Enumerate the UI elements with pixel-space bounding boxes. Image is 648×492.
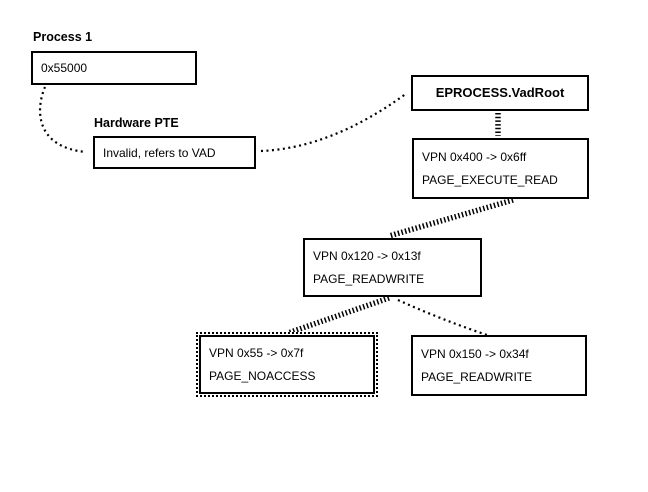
process-address-text: 0x55000	[41, 61, 88, 75]
hardware-pte-label: Hardware PTE	[94, 116, 179, 130]
edge-vad400-to-vad120	[388, 197, 514, 239]
edge-vad120-to-vad55	[287, 295, 390, 336]
vad-120-range: VPN 0x120 -> 0x13f	[313, 249, 421, 263]
edge-process-to-pte	[39, 86, 87, 154]
vad-55-range: VPN 0x55 -> 0x7f	[209, 346, 304, 360]
vad-node-55: VPN 0x55 -> 0x7f PAGE_NOACCESS	[199, 335, 375, 394]
edge-pte-to-vadroot	[260, 92, 408, 153]
vad-55-protection: PAGE_NOACCESS	[209, 369, 316, 383]
vad-node-400: VPN 0x400 -> 0x6ff PAGE_EXECUTE_READ	[412, 138, 589, 199]
edge-vad120-to-vad150	[397, 298, 491, 338]
vadroot-box: EPROCESS.VadRoot	[411, 75, 589, 111]
vadroot-text: EPROCESS.VadRoot	[435, 85, 565, 100]
vad-400-range: VPN 0x400 -> 0x6ff	[422, 149, 527, 164]
vad-400-protection: PAGE_EXECUTE_READ	[422, 173, 558, 188]
pte-status-text: Invalid, refers to VAD	[103, 145, 216, 160]
pte-box: Invalid, refers to VAD	[93, 136, 256, 169]
vad-150-range: VPN 0x150 -> 0x34f	[421, 346, 529, 361]
vad-150-protection: PAGE_READWRITE	[421, 370, 533, 385]
vad-node-150: VPN 0x150 -> 0x34f PAGE_READWRITE	[411, 335, 587, 396]
vad-120-protection: PAGE_READWRITE	[313, 272, 425, 286]
vad-node-120: VPN 0x120 -> 0x13f PAGE_READWRITE	[303, 238, 482, 297]
process-address-box: 0x55000	[31, 51, 197, 85]
process-label: Process 1	[33, 30, 93, 44]
vad-node-55-highlight-frame: VPN 0x55 -> 0x7f PAGE_NOACCESS	[196, 332, 378, 397]
